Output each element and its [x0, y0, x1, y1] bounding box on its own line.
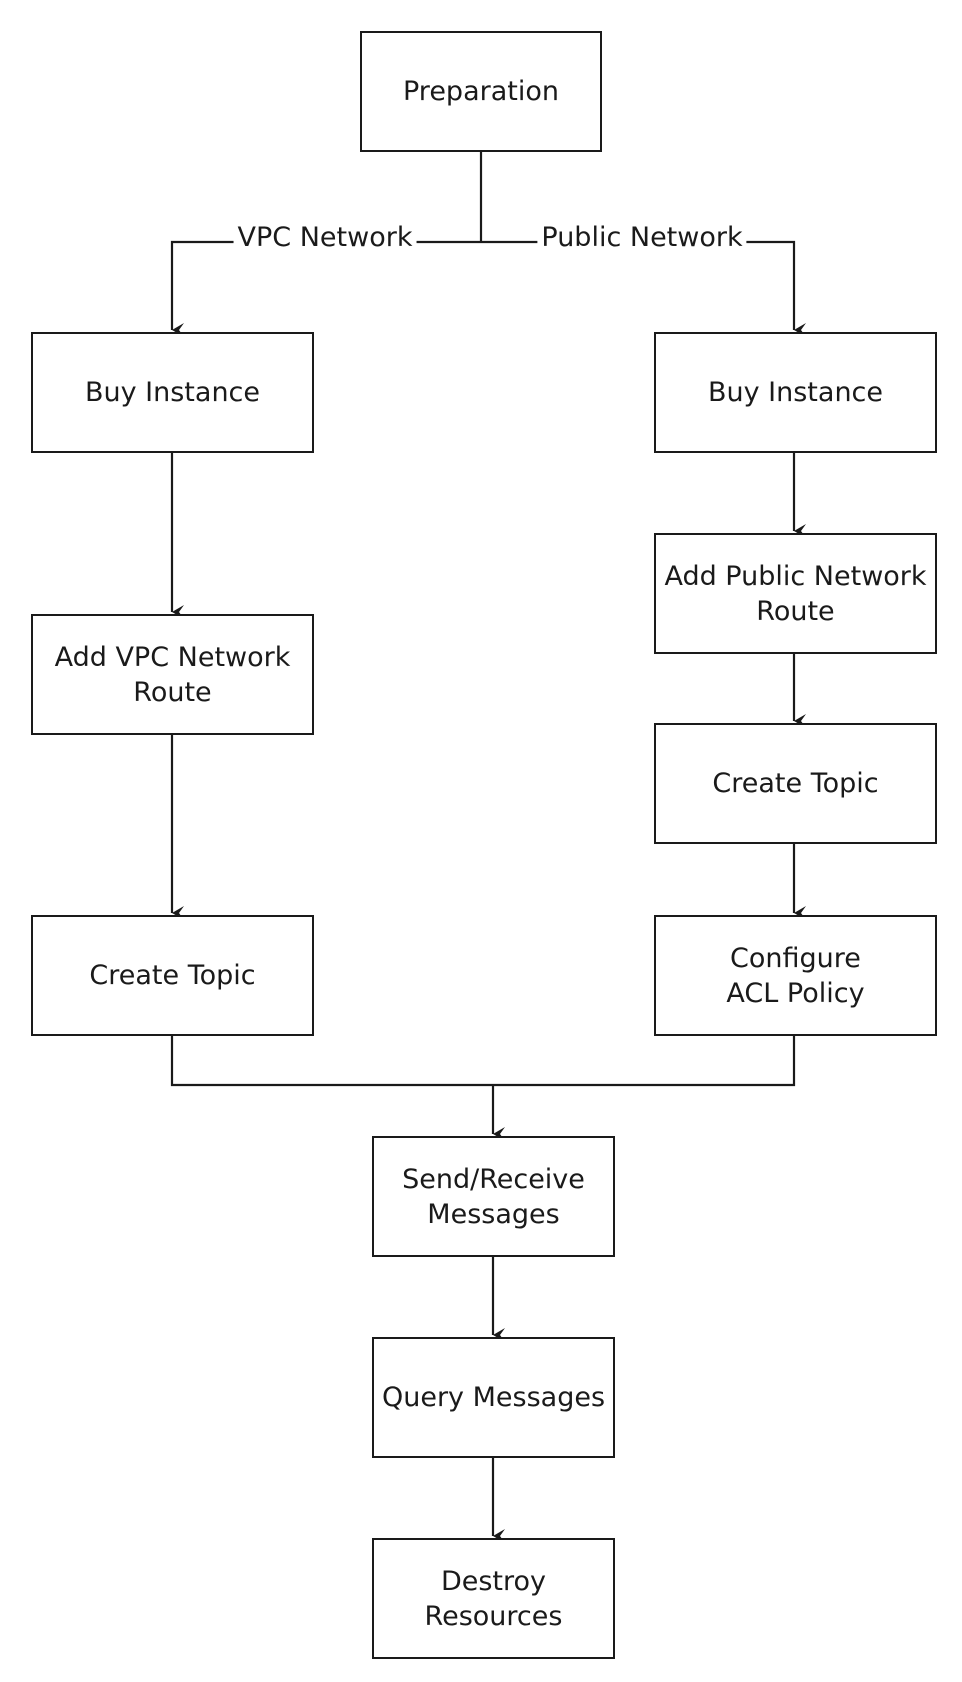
node-vpc-add-route: Add VPC Network Route [31, 614, 314, 735]
edge-label-public-network: Public Network [537, 223, 747, 253]
connector-to-vpc-buy-instance [170, 240, 481, 337]
edge-label-vpc-network: VPC Network [233, 223, 417, 253]
node-public-create-topic: Create Topic [654, 723, 937, 844]
node-public-configure-acl: Configure ACL Policy [654, 915, 937, 1036]
node-destroy-resources: Destroy Resources [372, 1538, 615, 1659]
node-send-receive-messages: Send/Receive Messages [372, 1136, 615, 1257]
connector-public-merge [493, 1035, 796, 1087]
connector-to-public-buy-instance [481, 240, 806, 337]
node-preparation: Preparation [360, 31, 602, 152]
node-public-add-route: Add Public Network Route [654, 533, 937, 654]
connector-vpc-merge [170, 1035, 493, 1087]
node-query-messages: Query Messages [372, 1337, 615, 1458]
node-public-buy-instance: Buy Instance [654, 332, 937, 453]
node-vpc-buy-instance: Buy Instance [31, 332, 314, 453]
node-vpc-create-topic: Create Topic [31, 915, 314, 1036]
